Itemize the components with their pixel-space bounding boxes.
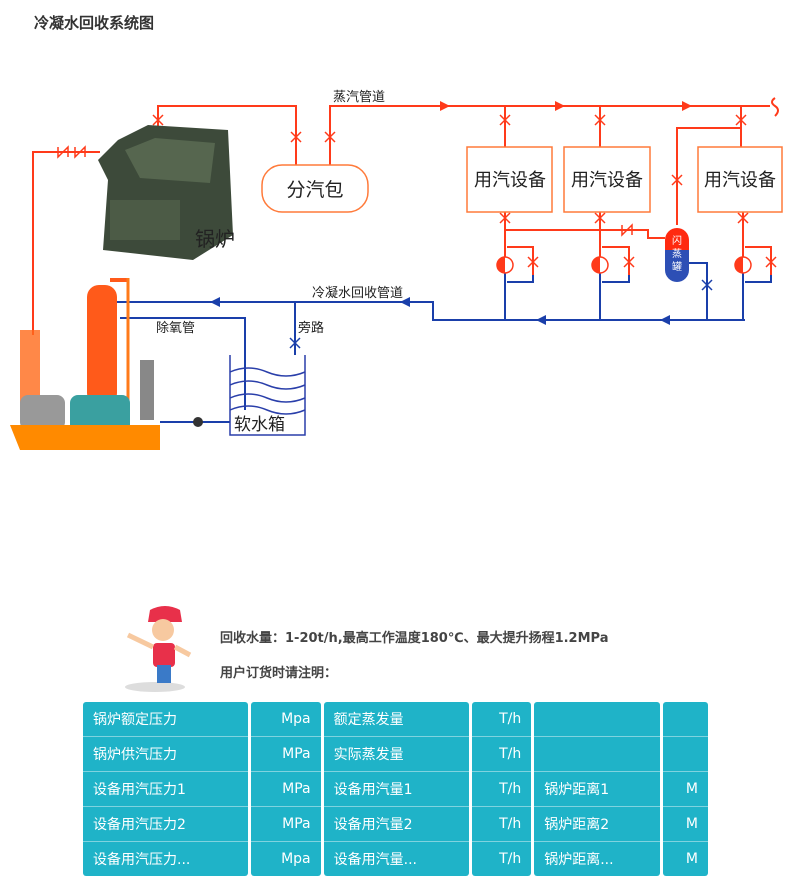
steam-trap-s-icon [771, 97, 779, 117]
recovery-spec-text: 回收水量：1-20t/h,最高工作温度180℃、最大提升扬程1.2MPa [220, 631, 609, 646]
steam-traps [496, 256, 752, 274]
unit-cell [662, 737, 708, 772]
unit-cell: MPa [250, 737, 321, 772]
label-cell: 设备用汽量... [323, 842, 469, 876]
svg-text:罐: 罐 [672, 260, 682, 273]
unit-cell: M [662, 807, 708, 842]
label-cell: 锅炉距离2 [534, 807, 660, 842]
label-cell [534, 702, 660, 737]
svg-text:旁路: 旁路 [298, 320, 324, 336]
unit-cell: T/h [471, 807, 532, 842]
svg-text:蒸汽管道: 蒸汽管道 [333, 90, 385, 105]
unit-cell: MPa [250, 807, 321, 842]
svg-text:锅炉: 锅炉 [195, 227, 235, 251]
steam-header [261, 164, 369, 213]
steam-pipes [32, 105, 772, 335]
unit-cell: T/h [471, 737, 532, 772]
label-cell [534, 737, 660, 772]
label-cell: 额定蒸发量 [323, 702, 469, 737]
valve-icons [57, 114, 777, 268]
valve-icon [193, 417, 203, 427]
label-cell: 设备用汽压力2 [83, 807, 248, 842]
deaerator-unit-image [10, 278, 160, 450]
svg-text:用汽设备: 用汽设备 [704, 170, 776, 191]
unit-cell: T/h [471, 842, 532, 876]
svg-text:闪: 闪 [672, 234, 682, 247]
unit-cell: T/h [471, 772, 532, 807]
page-title: 冷凝水回收系统图 [34, 14, 155, 32]
flow-arrows [440, 101, 692, 111]
label-cell: 锅炉距离... [534, 842, 660, 876]
return-pipes [110, 262, 772, 423]
unit-cell: Mpa [250, 842, 321, 876]
return-arrows [210, 297, 670, 325]
label-cell: 设备用汽量2 [323, 807, 469, 842]
svg-text:除氧管: 除氧管 [156, 321, 195, 336]
label-cell: 锅炉距离1 [534, 772, 660, 807]
order-note-label: 用户订货时请注明： [220, 666, 338, 681]
label-cell: 设备用汽压力1 [83, 772, 248, 807]
condensate-recovery-diagram: 闪 蒸 罐 分汽包 用汽设备 用汽设备 用汽设备 锅炉 蒸汽管道 冷凝水回收管道 除… [10, 90, 783, 450]
unit-cell: M [662, 772, 708, 807]
unit-cell: T/h [471, 702, 532, 737]
svg-text:冷凝水回收管道: 冷凝水回收管道 [312, 285, 403, 301]
svg-text:用汽设备: 用汽设备 [474, 170, 546, 191]
boiler-image [98, 125, 233, 260]
label-cell: 设备用汽量1 [323, 772, 469, 807]
steam-equipment-boxes [466, 146, 783, 213]
label-cell: 锅炉额定压力 [83, 702, 248, 737]
unit-cell [662, 702, 708, 737]
svg-text:蒸: 蒸 [672, 248, 682, 260]
flash-tank: 闪 蒸 罐 [665, 228, 689, 282]
label-cell: 锅炉供汽压力 [83, 737, 248, 772]
cartoon-boy-icon [125, 606, 192, 692]
label-cell: 设备用汽压力... [83, 842, 248, 876]
svg-text:分汽包: 分汽包 [286, 179, 343, 201]
svg-text:软水箱: 软水箱 [234, 415, 285, 435]
unit-cell: Mpa [250, 702, 321, 737]
svg-text:用汽设备: 用汽设备 [571, 170, 643, 191]
soft-water-tank [229, 355, 306, 436]
label-cell: 实际蒸发量 [323, 737, 469, 772]
unit-cell: MPa [250, 772, 321, 807]
unit-cell: M [662, 842, 708, 876]
